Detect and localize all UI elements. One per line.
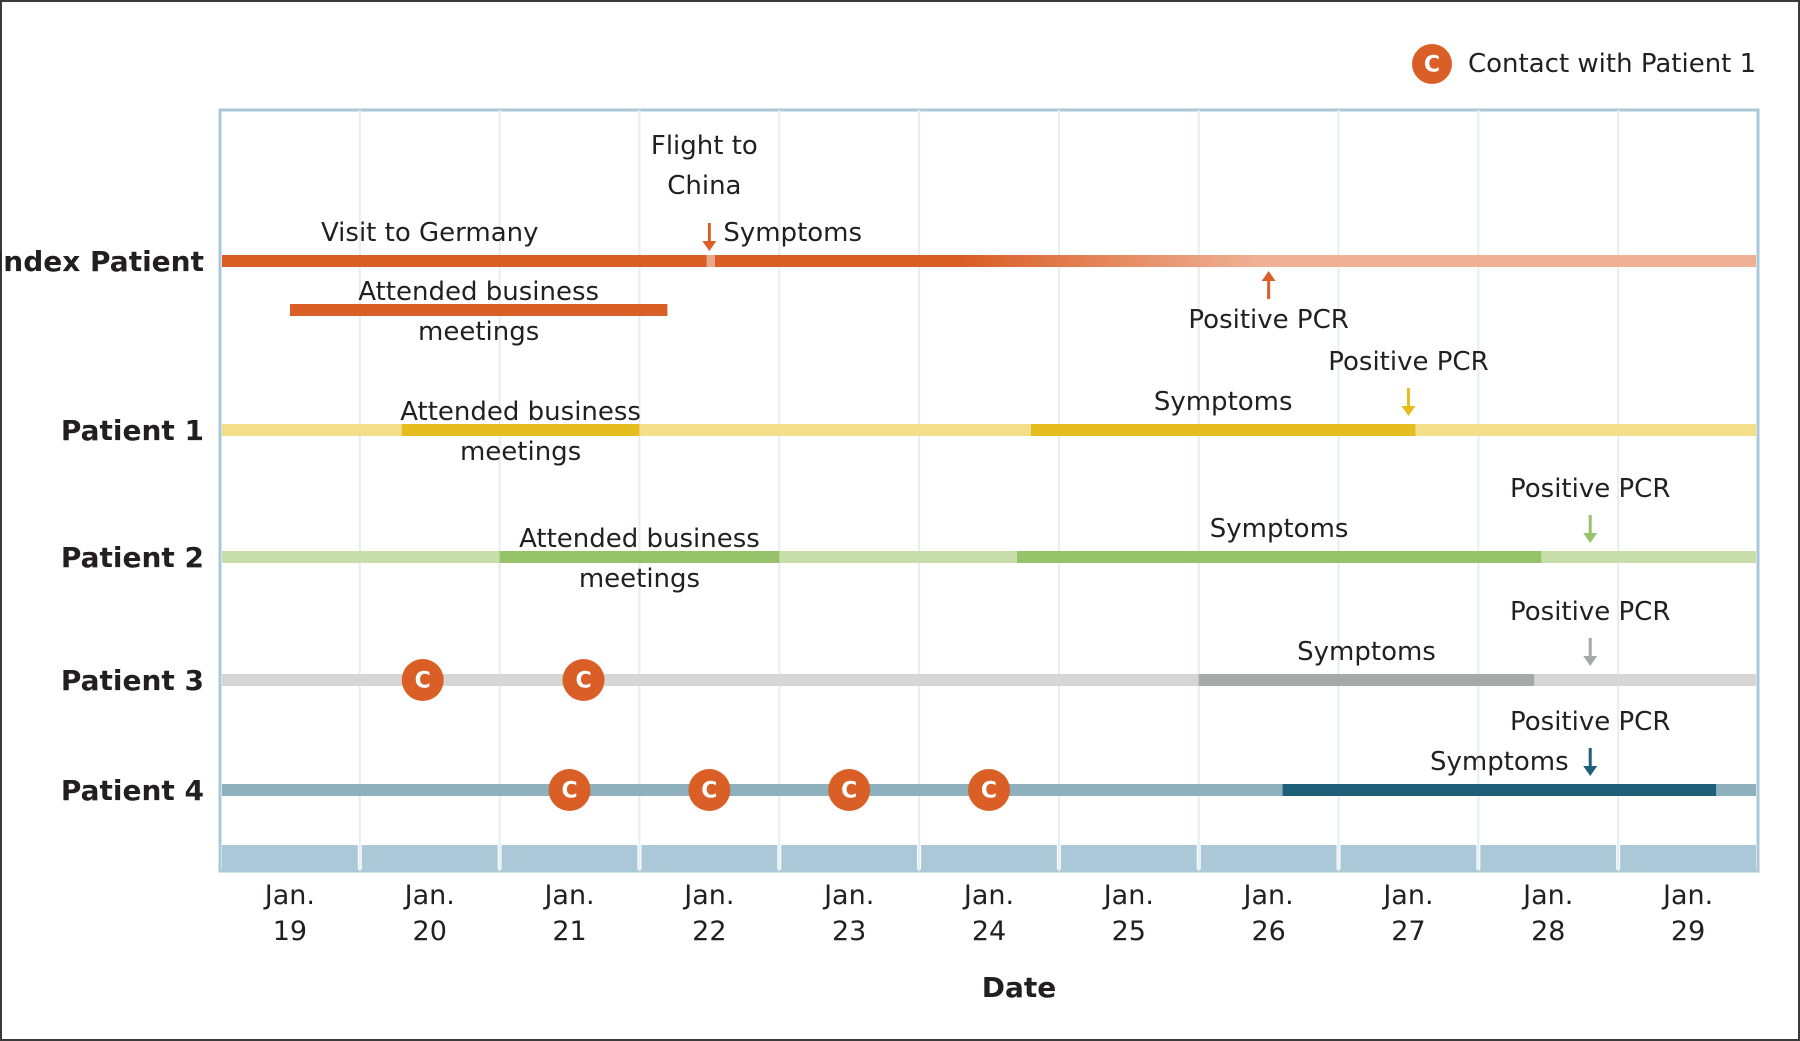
event-label: Positive PCR [1510, 474, 1670, 504]
svg-text:C: C [575, 669, 591, 694]
axis-day-cell [361, 845, 498, 871]
segment-bar [714, 255, 1757, 267]
contact-legend-icon [1412, 44, 1452, 84]
segment-bar [1198, 674, 1535, 686]
segment-bar [1282, 784, 1717, 796]
row-label: Patient 2 [61, 541, 204, 574]
axis-day-cell [1340, 845, 1477, 871]
segment-bar [1030, 424, 1416, 436]
svg-text:C: C [701, 779, 717, 804]
event-arrow [702, 223, 717, 251]
event-arrow [1401, 388, 1416, 416]
row-label: Patient 1 [61, 414, 204, 447]
axis-day-cell [501, 845, 638, 871]
contact-marker: C [548, 769, 591, 811]
plot-area [218, 108, 1760, 873]
segment-label: Symptoms [723, 218, 862, 248]
event-arrow [1583, 638, 1598, 666]
segment-label: Symptoms [1297, 637, 1436, 667]
segment-bar [1016, 551, 1542, 563]
x-tick-label: Jan.27 [1381, 880, 1433, 947]
segment-bar [289, 304, 668, 316]
axis-day-cell [641, 845, 778, 871]
gridlines [358, 110, 1620, 871]
svg-text:C: C [981, 779, 997, 804]
timeline-row: Patient 4 Symptoms Positive PCR C C C C [61, 707, 1756, 811]
x-tick-label: Jan.19 [263, 880, 315, 947]
event-label: Positive PCR [1510, 707, 1670, 737]
row-label: Patient 4 [61, 774, 204, 807]
timeline-row: Patient 3 Symptoms Positive PCR C C [61, 597, 1756, 701]
x-tick-label: Jan.28 [1521, 880, 1573, 947]
event-arrow [1583, 515, 1598, 543]
segment-bar [401, 424, 640, 436]
contact-marker: C [562, 659, 605, 701]
axis-day-cell [1620, 845, 1756, 871]
x-tick-label: Jan.23 [822, 880, 874, 947]
axis-day-cell [222, 845, 358, 871]
segment-label: Symptoms [1210, 514, 1349, 544]
date-axis-band [222, 845, 1756, 871]
event-arrow [1583, 748, 1598, 776]
axis-day-cell [781, 845, 918, 871]
svg-text:C: C [561, 779, 577, 804]
row-label: Index Patient [0, 245, 204, 278]
event-label: Positive PCR [1328, 347, 1488, 377]
contact-marker: C [688, 769, 731, 811]
segment-label: Visit to Germany [321, 218, 539, 248]
x-axis-title: Date [982, 971, 1057, 1004]
legend-label: Contact with Patient 1 [1468, 49, 1756, 79]
segment-label: Symptoms [1154, 387, 1293, 417]
svg-text:C: C [415, 669, 431, 694]
axis-day-cell [1060, 845, 1197, 871]
event-label: Positive PCR [1188, 305, 1348, 335]
contact-marker: C [828, 769, 871, 811]
x-tick-label: Jan.25 [1102, 880, 1154, 947]
segment-label: Symptoms [1430, 747, 1569, 777]
segment-bar [499, 551, 780, 563]
contact-legend-letter: C [1424, 53, 1440, 78]
x-tick-label: Jan.21 [542, 880, 594, 947]
axis-day-cell [921, 845, 1057, 871]
axis-day-cell [1200, 845, 1337, 871]
x-tick-label: Jan.20 [403, 880, 455, 947]
contact-marker: C [401, 659, 444, 701]
event-label: Positive PCR [1510, 597, 1670, 627]
x-tick-label: Jan.24 [962, 880, 1014, 947]
legend: C Contact with Patient 1 [1412, 44, 1756, 84]
x-tick-label: Jan.22 [682, 880, 734, 947]
x-tick-label: Jan.26 [1242, 880, 1294, 947]
axis-day-cell [1480, 845, 1617, 871]
x-tick-labels: Jan.19 Jan.20 Jan.21 Jan.22 Jan.23 Jan.24 Jan.… [263, 880, 1713, 947]
row-label: Patient 3 [61, 664, 204, 697]
contact-marker: C [968, 769, 1010, 811]
event-arrow [1261, 271, 1276, 299]
x-tick-label: Jan.29 [1661, 880, 1713, 947]
segment-bar [222, 255, 707, 267]
svg-text:C: C [841, 779, 857, 804]
timeline-row: Index Patient Visit to Germany SymptomsAtt… [0, 131, 1757, 347]
